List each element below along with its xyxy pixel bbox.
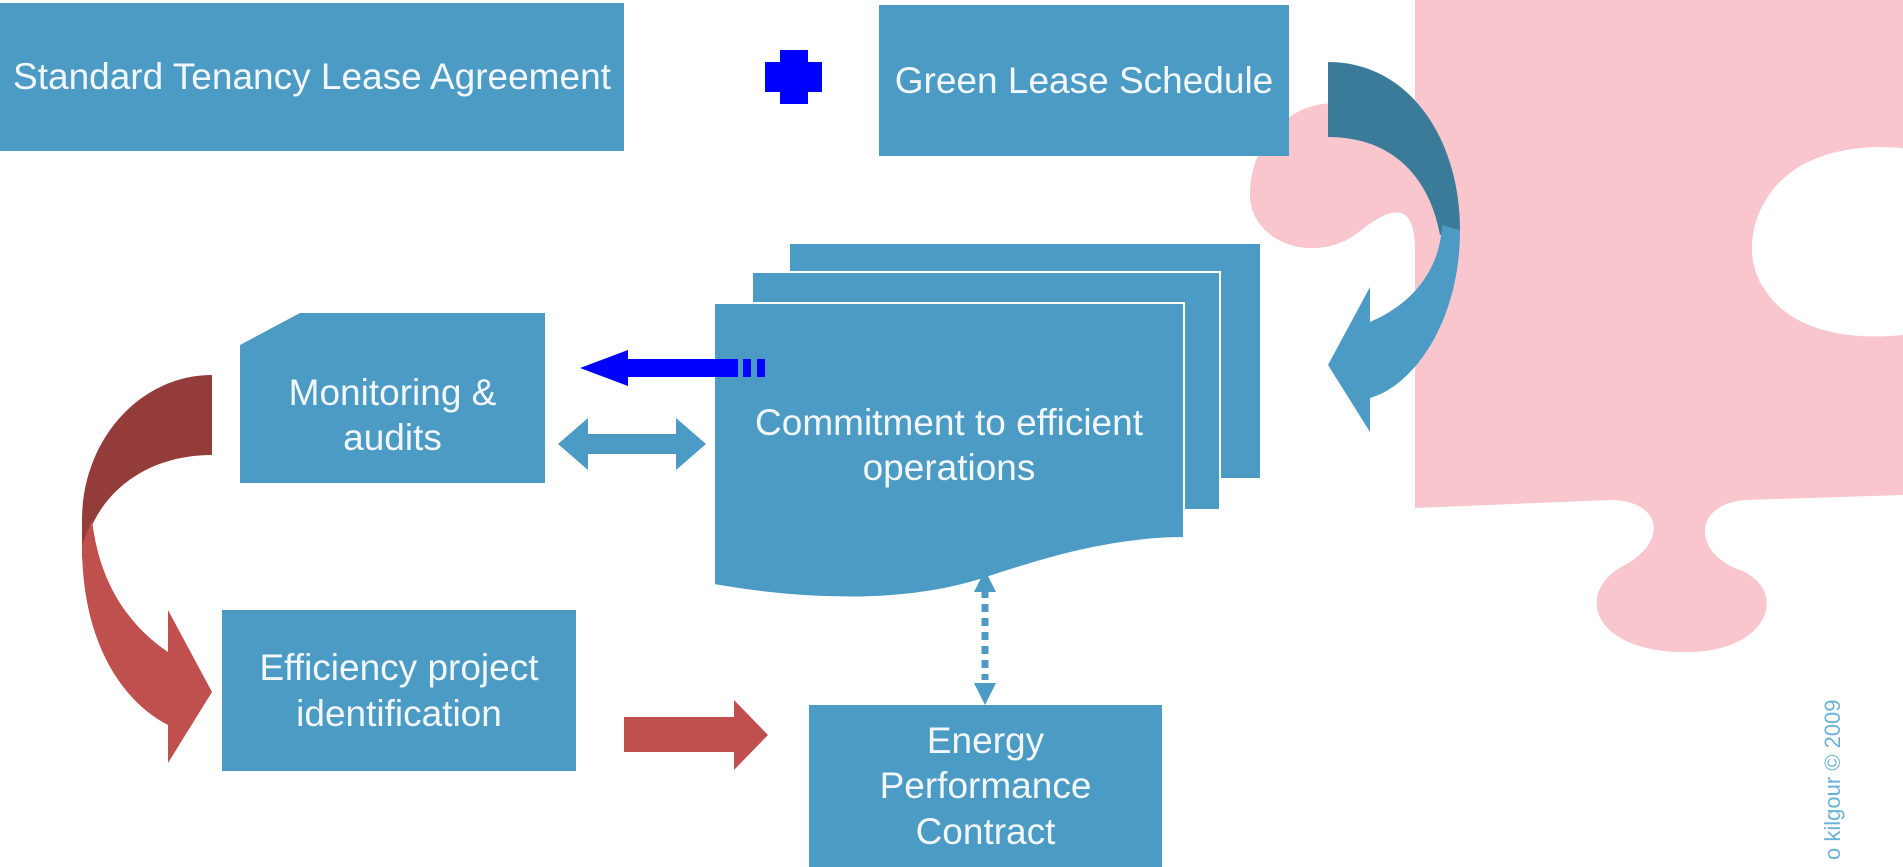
document-front xyxy=(713,302,1185,599)
blue-dash-1 xyxy=(743,359,751,377)
monitoring-text: Monitoring & audits xyxy=(240,360,545,470)
lease-agreement-box: Standard Tenancy Lease Agreement xyxy=(0,3,624,151)
identification-label: Efficiency project identification xyxy=(259,647,539,734)
green-schedule-label: Green Lease Schedule xyxy=(894,59,1274,101)
curved-arrow-dark xyxy=(1328,62,1460,235)
commitment-label: Commitment to efficient operations xyxy=(755,401,1143,488)
curved-arrow-dark-red xyxy=(82,375,212,560)
contract-box: Energy Performance Contract xyxy=(809,705,1162,867)
curved-arrow-light xyxy=(1328,225,1460,432)
lease-agreement-label: Standard Tenancy Lease Agreement xyxy=(13,56,611,98)
dotted-arrowhead-bottom xyxy=(974,683,996,705)
copyright-credit: o kilgour © 2009 xyxy=(1820,699,1845,860)
curved-arrow-red xyxy=(82,520,212,763)
monitoring-label: Monitoring & audits xyxy=(288,371,497,458)
double-arrow xyxy=(558,418,706,470)
green-schedule-box: Green Lease Schedule xyxy=(879,5,1289,156)
blue-dash-2 xyxy=(757,359,765,377)
identification-box: Efficiency project identification xyxy=(222,610,576,771)
plus-icon xyxy=(765,50,822,104)
monitoring-box xyxy=(240,313,545,483)
blue-left-arrow xyxy=(580,350,738,386)
red-right-arrow xyxy=(624,700,768,770)
commitment-text: Commitment to efficient operations xyxy=(714,395,1184,495)
contract-label: Energy Performance Contract xyxy=(879,720,1092,852)
dotted-arrowhead-top xyxy=(974,570,996,592)
puzzle-notch xyxy=(1752,147,1903,337)
